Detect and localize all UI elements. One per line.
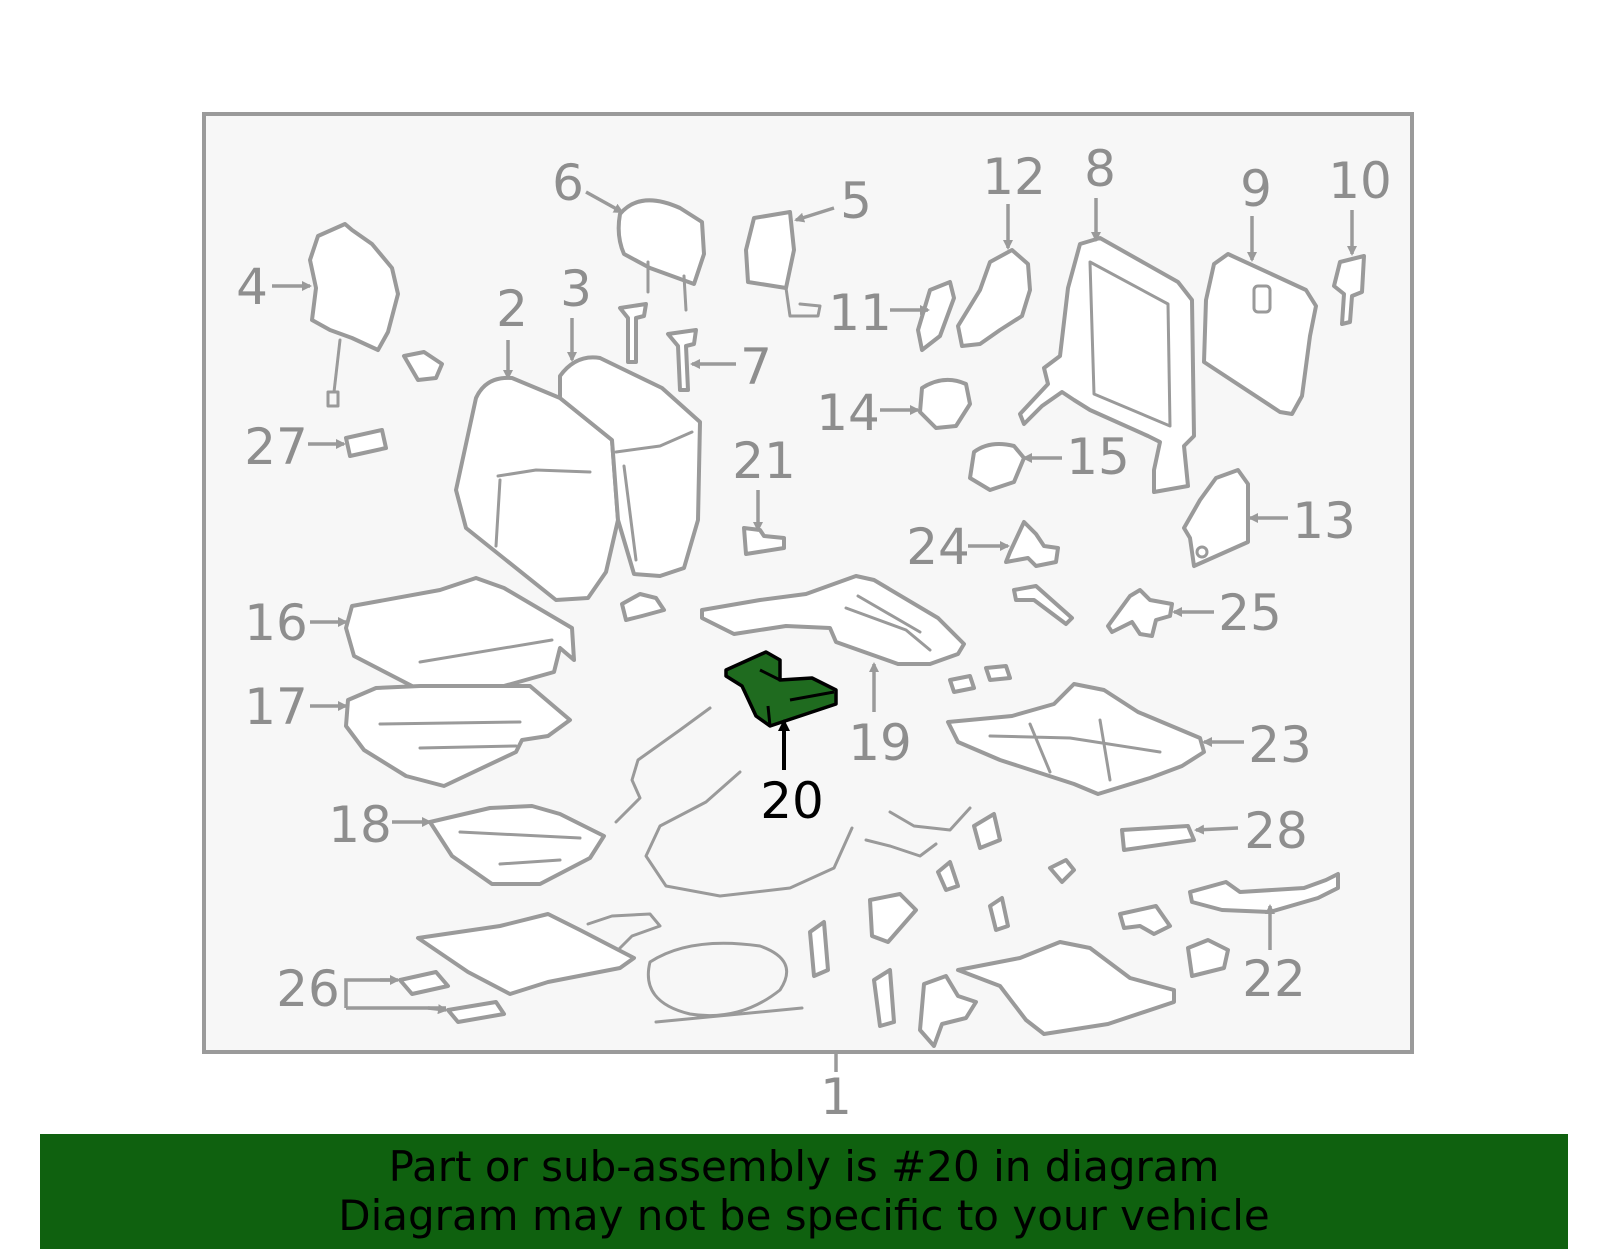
part-6-headrest <box>616 198 706 286</box>
leader-26-arrow-b <box>427 1004 448 1015</box>
part-clip-small <box>402 350 444 382</box>
callout-17: 17 <box>244 678 308 736</box>
part-2-seam <box>494 468 592 548</box>
part-7-guide-a <box>618 302 648 364</box>
part-19-inner <box>844 594 932 652</box>
parts-diagram: 1 2 3 4 5 6 7 8 9 10 11 12 13 14 15 16 1… <box>202 112 1414 1126</box>
part-13-cover <box>1182 468 1250 568</box>
part-4-frame-panel <box>308 222 400 352</box>
callout-22: 22 <box>1242 950 1306 1008</box>
banner-line-2: Diagram may not be specific to your vehi… <box>338 1191 1270 1240</box>
callout-15: 15 <box>1066 428 1130 486</box>
callout-21: 21 <box>732 432 796 490</box>
callout-11: 11 <box>828 284 892 342</box>
callout-26: 26 <box>276 960 340 1018</box>
part-20-edge <box>759 668 835 727</box>
callout-24: 24 <box>906 518 970 576</box>
part-bracket-small-e <box>918 974 978 1048</box>
part-4-clip <box>326 390 340 408</box>
part-11-cover <box>916 280 956 352</box>
part-connector <box>948 664 1012 694</box>
callout-25: 25 <box>1218 584 1282 642</box>
part-bracket-small-a <box>972 812 1002 850</box>
part-14-knob <box>918 377 972 430</box>
part-3-seam <box>614 430 694 562</box>
part-19-seat-frame <box>700 574 966 666</box>
part-12-cover <box>956 248 1032 348</box>
callout-3: 3 <box>560 260 592 318</box>
part-bracket-small-f <box>936 860 1010 932</box>
part-15-knob <box>968 442 1026 492</box>
callout-1: 1 <box>820 1068 852 1126</box>
part-3-seatback <box>558 355 702 578</box>
leader-5 <box>794 206 835 223</box>
part-9-back-panel <box>1202 252 1318 416</box>
part-26-pad-b <box>446 1000 506 1024</box>
part-9-hole <box>1252 284 1272 314</box>
callout-6: 6 <box>552 154 584 212</box>
part-22-rail <box>1188 872 1340 914</box>
part-16-cushion <box>344 576 576 706</box>
part-26-pad-a <box>398 970 450 996</box>
callout-12: 12 <box>982 148 1046 206</box>
part-bracket-small-g <box>1118 904 1172 936</box>
callout-2: 2 <box>496 280 528 338</box>
callout-10: 10 <box>1328 152 1392 210</box>
callout-13: 13 <box>1292 492 1356 550</box>
callout-14: 14 <box>816 384 880 442</box>
part-10-latch <box>1332 254 1366 326</box>
part-28-trim <box>1120 824 1196 852</box>
callout-23: 23 <box>1248 716 1312 774</box>
part-lower-rail-left <box>416 912 636 996</box>
part-7-guide-b <box>666 328 698 392</box>
part-bracket-small-d <box>872 968 896 1028</box>
callout-28: 28 <box>1244 802 1308 860</box>
part-bracket-small-h <box>1186 938 1230 978</box>
part-5-bracket <box>784 286 822 318</box>
part-8-inner <box>1088 260 1172 428</box>
callout-8: 8 <box>1084 140 1116 198</box>
part-connector-b <box>1048 858 1076 884</box>
part-18-inner <box>458 830 582 866</box>
part-25-bracket <box>1106 588 1174 638</box>
leader-28 <box>1194 824 1239 835</box>
callout-7: 7 <box>740 338 772 396</box>
callout-9: 9 <box>1240 160 1272 218</box>
callout-18: 18 <box>328 796 392 854</box>
part-harness <box>864 806 972 858</box>
part-20-highlighted-bracket <box>724 650 838 728</box>
part-13-hole <box>1195 545 1209 559</box>
part-lower-rail-right <box>956 940 1176 1036</box>
part-stay <box>1012 584 1074 626</box>
part-23-inner <box>988 718 1162 782</box>
callout-27: 27 <box>244 418 308 476</box>
callout-5: 5 <box>840 172 872 230</box>
callout-4: 4 <box>236 258 268 316</box>
part-5-trim <box>744 210 796 290</box>
part-clip-center <box>620 592 666 622</box>
callout-20-highlighted: 20 <box>760 772 824 830</box>
callout-19: 19 <box>848 714 912 772</box>
part-bracket-small-b <box>808 920 830 978</box>
leader-6 <box>585 190 624 214</box>
part-27-pad <box>344 428 388 458</box>
part-18-tray <box>428 804 606 886</box>
part-cable-loop <box>646 941 804 1024</box>
part-6-post-right <box>682 274 688 312</box>
part-bracket-small-c <box>868 892 918 944</box>
part-cable-b <box>644 770 854 898</box>
banner-line-1: Part or sub-assembly is #20 in diagram <box>388 1142 1220 1191</box>
part-24-lever <box>1004 520 1060 568</box>
part-17-seam <box>378 720 522 750</box>
part-4-rod <box>332 338 342 394</box>
part-lower-link <box>586 912 662 950</box>
part-8-seatback-frame <box>1018 236 1196 494</box>
info-banner: Part or sub-assembly is #20 in diagram D… <box>40 1134 1568 1249</box>
part-16-seam <box>418 638 554 664</box>
part-cable-a <box>614 706 712 824</box>
part-17-cushion-pad <box>344 684 572 788</box>
callout-16: 16 <box>244 594 308 652</box>
